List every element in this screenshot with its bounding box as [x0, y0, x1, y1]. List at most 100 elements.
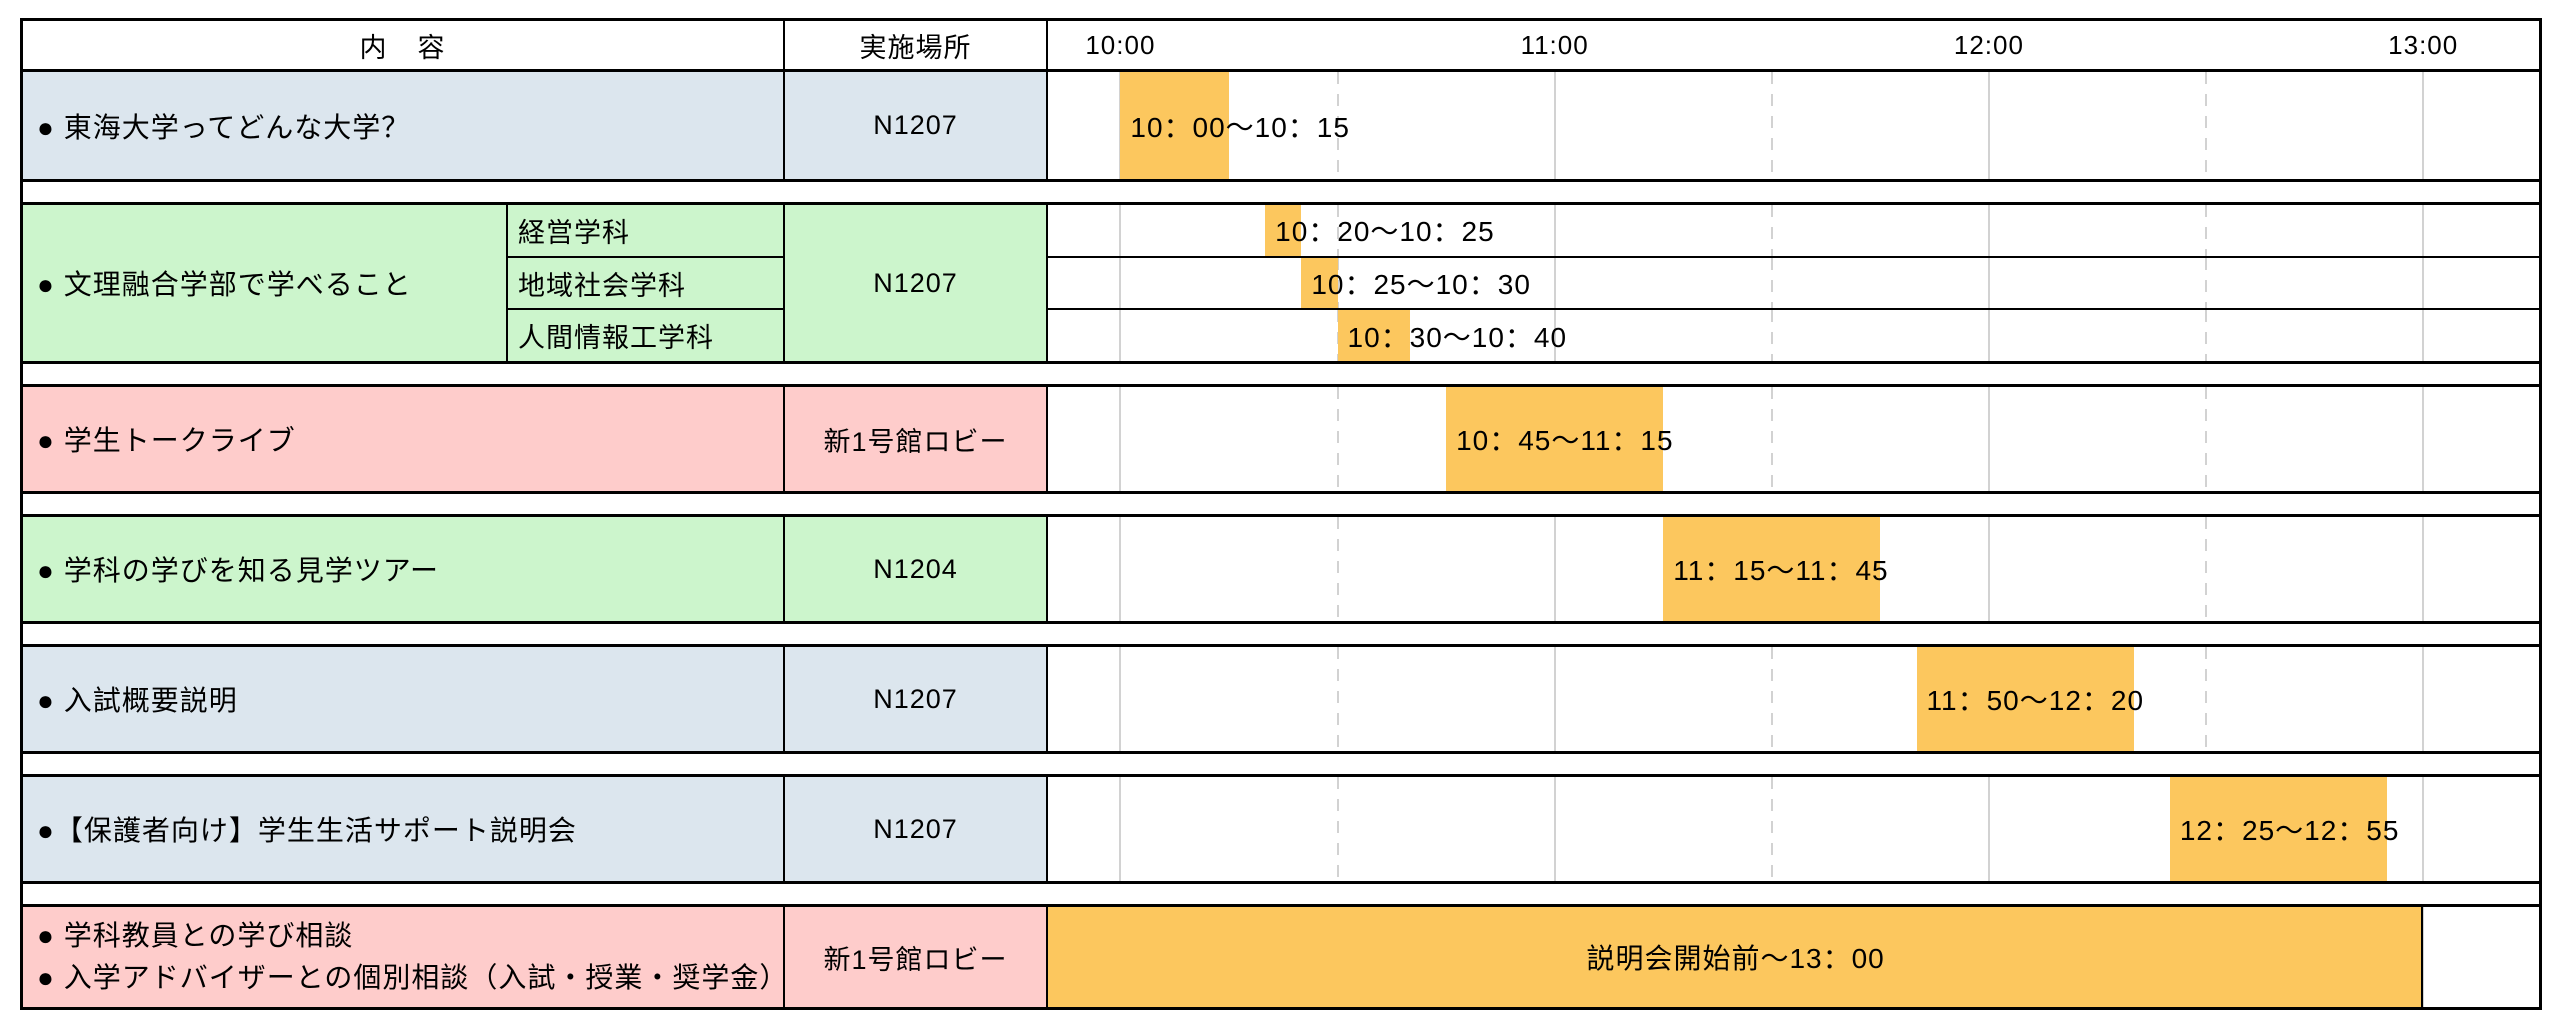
gridline-13:00	[2422, 205, 2425, 256]
band-timeline: 説明会開始前～13：00	[1048, 907, 2539, 1007]
schedule-band: ● 東海大学ってどんな大学？N1207 10：00～10：15	[20, 72, 2542, 182]
gridline-11:00	[1553, 777, 1556, 881]
gridline-12:00	[1987, 517, 1990, 621]
event-bar	[1916, 647, 2134, 751]
band-label: ●【保護者向け】学生生活サポート説明会	[23, 777, 785, 881]
schedule-band: ● 学生トークライブ新1号館ロビー 10：45～11：15	[20, 384, 2542, 494]
band-location: 新1号館ロビー	[785, 387, 1048, 491]
header-content-cell: 内 容	[23, 21, 785, 69]
gridline-11:00	[1553, 310, 1556, 362]
band-label: ● 学科の学びを知る見学ツアー	[23, 517, 785, 621]
schedule-band: ● 学科教員との学び相談● 入学アドバイザーとの個別相談（入試・授業・奨学金）新…	[20, 904, 2542, 1010]
gridline-11:00	[1553, 257, 1556, 309]
band-label-line: ● 学科教員との学び相談	[37, 920, 354, 951]
gridline-10:30	[1336, 517, 1339, 621]
band-timeline: 12：25～12：55	[1048, 777, 2539, 881]
event-bar	[1301, 257, 1338, 309]
gridline-12:30	[2205, 310, 2208, 362]
event-time-label: 11：15～11：45	[1673, 555, 1889, 586]
gridline-10:00	[1119, 257, 1122, 309]
gridline-11:30	[1770, 205, 1773, 256]
event-bar	[1663, 517, 1881, 621]
band-label: ● 文理融合学部で学べること	[23, 205, 508, 361]
timeline-row: 10：30～10：40	[1048, 308, 2539, 362]
gridline-13:00	[2422, 907, 2425, 1007]
sub-label: 人間情報工学科	[508, 308, 783, 361]
gridline-13:00	[2422, 257, 2425, 309]
gridline-12:00	[1987, 310, 1990, 362]
band-timeline-column: 10：20～10：25 10：25～10：30 10：30～10：40	[1048, 205, 2539, 362]
gridline-13:00	[2422, 647, 2425, 751]
event-bar	[1337, 310, 1410, 362]
gridline-11:30	[1770, 777, 1773, 881]
band-location: N1207	[785, 777, 1048, 881]
axis-hour-label: 12:00	[1953, 29, 2024, 60]
gridline-13:00	[2422, 310, 2425, 362]
timeline-row: 10：20～10：25	[1048, 205, 2539, 256]
gridline-10:30	[1336, 647, 1339, 751]
event-time-label: 説明会開始前～13：00	[1586, 943, 1885, 974]
event-bar	[1265, 205, 1302, 256]
gridline-10:00	[1119, 777, 1122, 881]
event-time-label: 10：45～11：15	[1456, 425, 1674, 456]
sub-label: 経営学科	[518, 217, 630, 248]
gridline-10:00	[1119, 310, 1122, 362]
band-location: N1207	[785, 205, 1048, 361]
gridline-13:00	[2422, 777, 2425, 881]
gridline-11:00	[1553, 72, 1556, 179]
axis-hour-label: 13:00	[2388, 29, 2459, 60]
gridline-10:00	[1119, 387, 1122, 491]
gridline-11:30	[1770, 310, 1773, 362]
event-time-label: 10：20～10：25	[1275, 216, 1495, 248]
gridline-12:30	[2205, 205, 2208, 256]
gridline-10:30	[1336, 205, 1339, 256]
gridline-12:30	[2205, 72, 2208, 179]
gridline-11:00	[1553, 517, 1556, 621]
band-label: ● 入試概要説明	[23, 647, 785, 751]
gridline-10:30	[1336, 72, 1339, 179]
gridline-11:00	[1553, 647, 1556, 751]
gridline-11:30	[1770, 72, 1773, 179]
event-bar	[1120, 72, 1229, 179]
gridline-12:30	[2205, 387, 2208, 491]
gridline-13:00	[2422, 72, 2425, 179]
gridline-12:30	[2205, 257, 2208, 309]
gridline-12:00	[1987, 387, 1990, 491]
gridline-11:00	[1553, 205, 1556, 256]
gridline-12:30	[2205, 517, 2208, 621]
band-label-line: ● 入学アドバイザーとの個別相談（入試・授業・奨学金）	[37, 962, 789, 993]
gridline-10:00	[1119, 205, 1122, 256]
band-timeline: 10：45～11：15	[1048, 387, 2539, 491]
gridline-11:30	[1770, 647, 1773, 751]
event-bar	[1048, 907, 2424, 1007]
gridline-10:30	[1336, 387, 1339, 491]
event-time-label: 10：25～10：30	[1311, 269, 1531, 300]
gridline-13:00	[2422, 387, 2425, 491]
sub-label-column: 経営学科地域社会学科人間情報工学科	[508, 205, 785, 361]
gridline-11:30	[1770, 387, 1773, 491]
sub-label: 地域社会学科	[508, 255, 783, 309]
band-location: N1204	[785, 517, 1048, 621]
gridline-11:30	[1770, 257, 1773, 309]
band-label: ● 学生トークライブ	[23, 387, 785, 491]
band-location: N1207	[785, 647, 1048, 751]
band-location: N1207	[785, 72, 1048, 179]
gridline-13:00	[2422, 517, 2425, 621]
event-time-label: 10：00～10：15	[1130, 111, 1350, 143]
gridline-10:30	[1336, 257, 1339, 309]
event-bar	[2169, 777, 2387, 881]
gridline-10:00	[1119, 647, 1122, 751]
table-right-border	[2539, 18, 2542, 1010]
gridline-12:00	[1987, 205, 1990, 256]
band-timeline: 11：50～12：20	[1048, 647, 2539, 751]
gridline-12:00	[1987, 257, 1990, 309]
timeline-row: 10：25～10：30	[1048, 255, 2539, 309]
band-label: ● 東海大学ってどんな大学？	[23, 72, 785, 179]
